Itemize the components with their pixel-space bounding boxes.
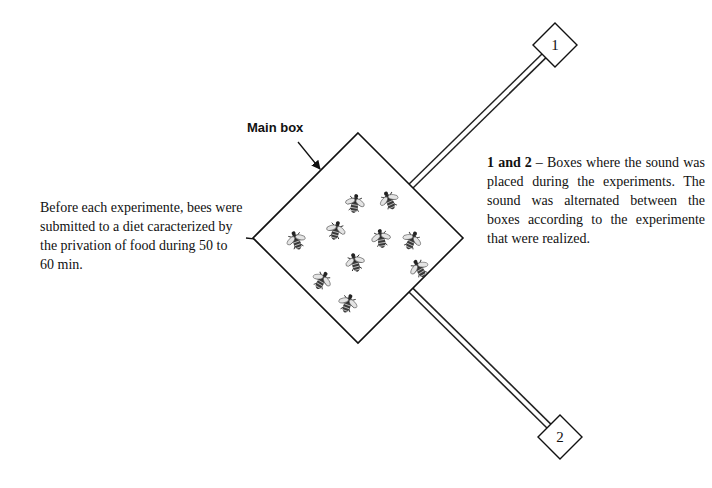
tube-connector — [411, 56, 544, 186]
bee-icon — [323, 219, 348, 243]
diamond-outline — [533, 23, 577, 67]
legend-note: 1 and 2– Boxes where the sound was place… — [487, 153, 705, 248]
tube-wall — [411, 290, 549, 426]
note-heading: 1 and 2 — [487, 155, 532, 170]
bee-icon — [283, 228, 309, 253]
bee-icon — [398, 227, 425, 253]
diamond-outline — [253, 133, 463, 343]
diet-note: Before each experimente, bees were submi… — [40, 200, 243, 272]
sound-box: 1 — [533, 23, 577, 67]
box-number: 2 — [556, 429, 564, 446]
tube-connector — [411, 290, 549, 426]
box-heading: Main box — [247, 120, 303, 135]
bee-icon — [405, 255, 433, 282]
bee-icon — [376, 187, 403, 213]
bee-icon — [369, 227, 393, 249]
sound-box: 2 — [538, 415, 582, 459]
main-box-outline — [253, 133, 463, 343]
tube-inner — [411, 290, 549, 426]
bee-icon — [342, 251, 367, 275]
bee-icon — [335, 291, 361, 316]
note-text: Before each experimente, bees were submi… — [40, 198, 244, 274]
tube-wall — [411, 56, 544, 186]
leader-arrow — [298, 142, 320, 169]
diamond-outline — [538, 415, 582, 459]
bee-icon — [308, 267, 336, 294]
bee-icon — [343, 192, 367, 214]
box-number: 1 — [551, 37, 559, 54]
tube-inner — [411, 56, 544, 186]
main-box: Main box — [253, 133, 463, 343]
